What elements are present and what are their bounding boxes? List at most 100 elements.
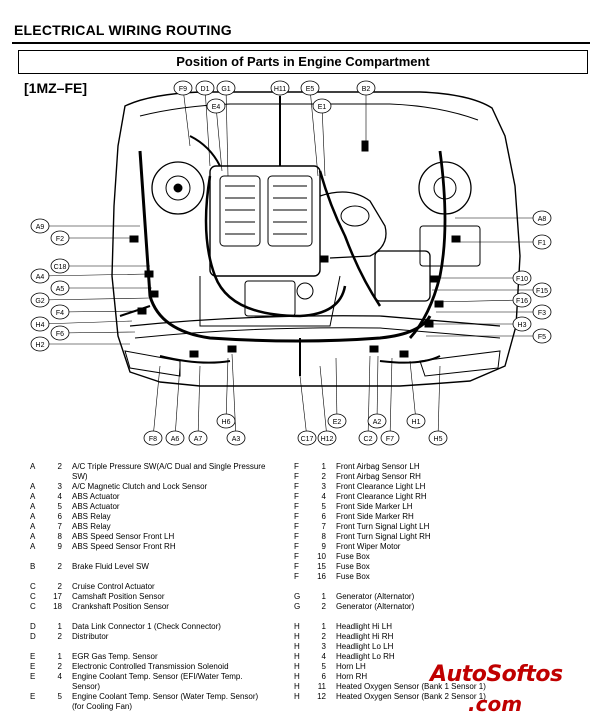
leader-line [389,357,393,439]
callout-label: H6 [222,419,231,426]
legend-text: Front Side Marker RH [336,512,414,521]
legend-letter: H [294,692,300,701]
callout-label: H2 [36,342,45,349]
legend-number: 1 [321,622,326,631]
callout-a3: A3 [226,430,246,446]
leader-line [409,360,417,422]
callout-label: E4 [212,104,221,111]
leader-line [204,87,211,167]
legend-letter: F [294,552,299,561]
legend-text: Front Clearance Light LH [336,482,426,491]
legend-letter: H [294,632,300,641]
callout-a2: A2 [367,413,387,429]
legend-number: 1 [57,652,62,661]
section-title: ELECTRICAL WIRING ROUTING [14,22,232,38]
legend-text: A/C Triple Pressure SW(A/C Dual and Sing… [72,462,266,471]
legend-number: 9 [57,542,62,551]
callout-label: H11 [274,86,286,93]
legend-text: Generator (Alternator) [336,602,415,611]
legend-letter: E [30,672,36,681]
legend-letter: F [294,512,299,521]
watermark-text: AutoSoftos [430,662,563,687]
legend-text: ABS Speed Sensor Front LH [72,532,175,541]
legend-number: 9 [321,542,326,551]
legend-number: 5 [321,662,326,671]
legend-letter: F [294,482,299,491]
callout-e5: E5 [300,80,320,96]
legend-letter: H [294,682,300,691]
legend-number: 3 [57,482,62,491]
callout-f7: F7 [380,430,400,446]
callout-label: H5 [434,436,443,443]
legend-number: 2 [57,662,62,671]
callout-label: F3 [538,310,546,317]
callout-label: F10 [516,276,528,283]
legend-letter: A [30,462,36,471]
legend-number: 17 [53,592,62,601]
legend-text: Distributor [72,632,109,641]
callout-a5: A5 [50,280,70,296]
leader-line [231,353,237,439]
callout-c17: C17 [297,430,317,446]
callout-g2: G2 [30,292,50,308]
callout-label: F5 [538,334,546,341]
legend-row: E 2 Electronic Controlled Transmission Sol… [30,662,290,672]
legend-number: 3 [321,482,326,491]
legend-letter: E [30,692,36,701]
legend-text: Front Turn Signal Light LH [336,522,430,531]
legend-number: 5 [321,502,326,511]
callout-a8: A8 [532,210,552,226]
legend-letter: A [30,542,36,551]
callout-label: A9 [36,224,45,231]
callout-label: H1 [412,419,421,426]
legend-letter: A [30,482,36,491]
legend-text: Fuse Box [336,572,370,581]
legend-number: 5 [57,692,62,701]
legend-text: ABS Relay [72,512,111,521]
callout-f9: F9 [173,80,193,96]
callout-h4: H4 [30,316,50,332]
legend-number: 2 [57,632,62,641]
legend-letter: A [30,532,36,541]
legend-number: 2 [321,602,326,611]
legend-row: A 8 ABS Speed Sensor Front LH [30,532,290,542]
legend-letter: G [294,592,301,601]
legend-letter: C [30,592,36,601]
leader-line [299,375,308,439]
legend-number: 2 [57,582,62,591]
leader-line [152,365,161,439]
legend-letter: A [30,512,36,521]
legend-text: Electronic Controlled Transmission Solen… [72,662,229,671]
legend-number: 1 [321,462,326,471]
legend-text: Front Airbag Sensor LH [336,462,420,471]
legend-letter: E [30,662,36,671]
legend-row: Sensor) [30,682,290,692]
callout-e2: E2 [327,413,347,429]
legend-text: SW) [72,472,88,481]
legend-number: 8 [57,532,62,541]
legend-letter: H [294,622,300,631]
callout-h11: H11 [270,80,290,96]
leader-line [59,331,136,334]
legend-text: Camshaft Position Sensor [72,592,165,601]
legend-text: ABS Relay [72,522,111,531]
legend-row [294,582,594,592]
legend-row [30,552,290,562]
callout-label: F9 [179,86,187,93]
legend-text: Front Clearance Light RH [336,492,427,501]
callout-label: F1 [538,240,546,247]
watermark-domain: .com [468,692,523,716]
legend-number: 3 [321,642,326,651]
